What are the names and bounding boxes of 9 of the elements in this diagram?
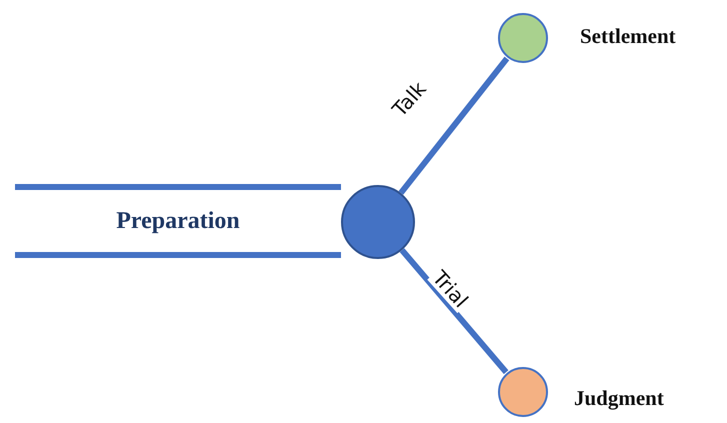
phase-band xyxy=(15,184,341,258)
circle-node xyxy=(498,367,548,417)
phase-label: Preparation xyxy=(116,208,240,234)
circle-node xyxy=(341,185,415,259)
connector-line xyxy=(398,56,510,195)
outcome-label: Judgment xyxy=(574,386,664,411)
connector-line xyxy=(400,248,508,374)
outcome-label: Settlement xyxy=(580,24,676,49)
circle-node xyxy=(498,13,548,63)
